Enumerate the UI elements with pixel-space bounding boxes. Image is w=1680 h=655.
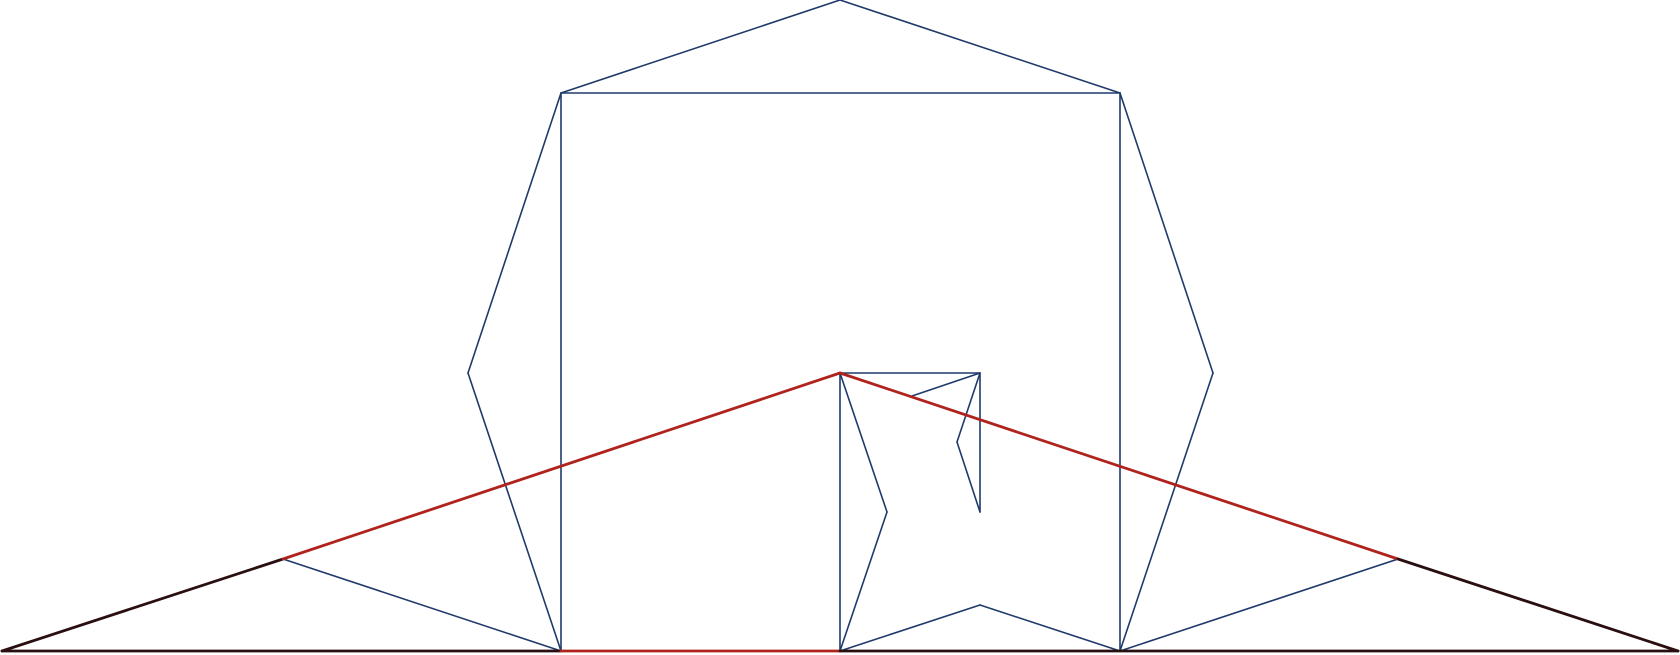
line-zigzag-b	[839, 511, 888, 652]
line-bottom-peak-left	[839, 604, 981, 652]
line-hex-right-lower	[1119, 372, 1214, 652]
line-hex-top-left	[560, 0, 841, 94]
line-roof-right-upper	[838, 371, 1400, 561]
line-roof-left-upper	[281, 371, 842, 561]
line-bottom-peak-right	[979, 604, 1121, 652]
line-hex-right-upper	[1119, 92, 1214, 374]
line-roof-right-lower	[1396, 557, 1680, 653]
line-hex-left-lower	[467, 372, 562, 652]
line-hex-top-right	[839, 0, 1121, 94]
line-inner-diag	[911, 372, 981, 397]
line-small-zig-a	[956, 372, 981, 443]
line-hex-left-upper	[467, 92, 562, 374]
line-small-zig-b	[956, 441, 981, 513]
line-left-inner-diag	[282, 558, 562, 652]
line-zigzag-a	[839, 372, 888, 513]
line-right-inner-diag	[1119, 558, 1399, 652]
line-roof-left-lower	[0, 557, 285, 653]
